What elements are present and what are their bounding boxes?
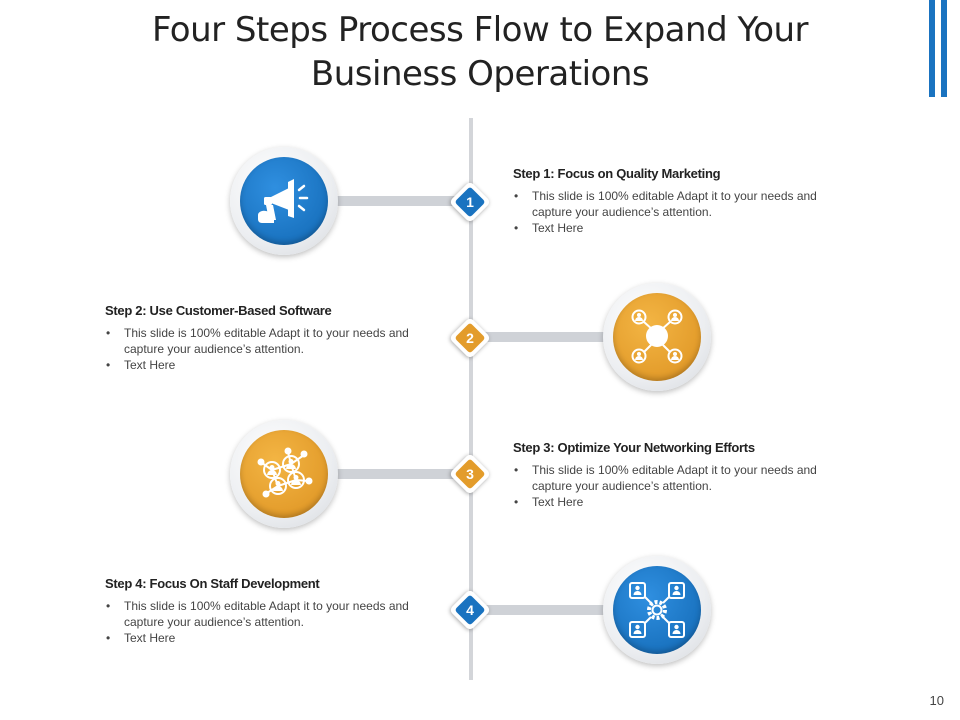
timeline-line xyxy=(469,118,473,680)
page-number: 10 xyxy=(929,693,944,708)
step-1-bullet: Text Here xyxy=(513,220,858,236)
step-1-badge: 1 xyxy=(448,180,492,224)
customer-network-icon xyxy=(631,309,683,364)
step-3-connector xyxy=(335,469,470,479)
step-4-bullet: This slide is 100% editable Adapt it to … xyxy=(105,598,450,630)
step-2-number: 2 xyxy=(466,330,474,346)
step-3-badge: 3 xyxy=(448,452,492,496)
step-2-bullet: Text Here xyxy=(105,357,450,373)
step-3-number: 3 xyxy=(466,466,474,482)
step-2-connector xyxy=(472,332,607,342)
step-4-connector xyxy=(472,605,607,615)
megaphone-icon xyxy=(258,179,309,223)
step-1-text: Step 1: Focus on Quality Marketing This … xyxy=(513,166,858,236)
step-1-title: Step 1: Focus on Quality Marketing xyxy=(513,166,721,181)
step-4-icon-circle xyxy=(603,556,711,664)
step-1-icon-circle xyxy=(230,147,338,255)
step-3-bullet: Text Here xyxy=(513,494,858,510)
step-2-text: Step 2: Use Customer-Based Software This… xyxy=(105,303,450,373)
step-2-badge: 2 xyxy=(448,316,492,360)
step-4-text: Step 4: Focus On Staff Development This … xyxy=(105,576,450,646)
step-4-badge: 4 xyxy=(448,588,492,632)
step-4-number: 4 xyxy=(466,602,474,618)
staff-gear-icon xyxy=(629,582,685,638)
step-4-title: Step 4: Focus On Staff Development xyxy=(105,576,320,591)
step-3-title: Step 3: Optimize Your Networking Efforts xyxy=(513,440,755,455)
step-2-icon-circle xyxy=(603,283,711,391)
step-2-title: Step 2: Use Customer-Based Software xyxy=(105,303,332,318)
step-3-bullet: This slide is 100% editable Adapt it to … xyxy=(513,462,858,494)
step-1-connector xyxy=(335,196,470,206)
page-title: Four Steps Process Flow to Expand Your B… xyxy=(151,10,809,94)
step-2-bullet: This slide is 100% editable Adapt it to … xyxy=(105,325,450,357)
step-1-number: 1 xyxy=(466,194,474,210)
step-3-text: Step 3: Optimize Your Networking Efforts… xyxy=(513,440,858,510)
step-3-icon-circle xyxy=(230,420,338,528)
decorative-bar xyxy=(929,0,935,97)
step-1-bullet: This slide is 100% editable Adapt it to … xyxy=(513,188,858,220)
decorative-bar xyxy=(941,0,947,97)
people-network-icon xyxy=(257,447,313,498)
step-4-bullet: Text Here xyxy=(105,630,450,646)
